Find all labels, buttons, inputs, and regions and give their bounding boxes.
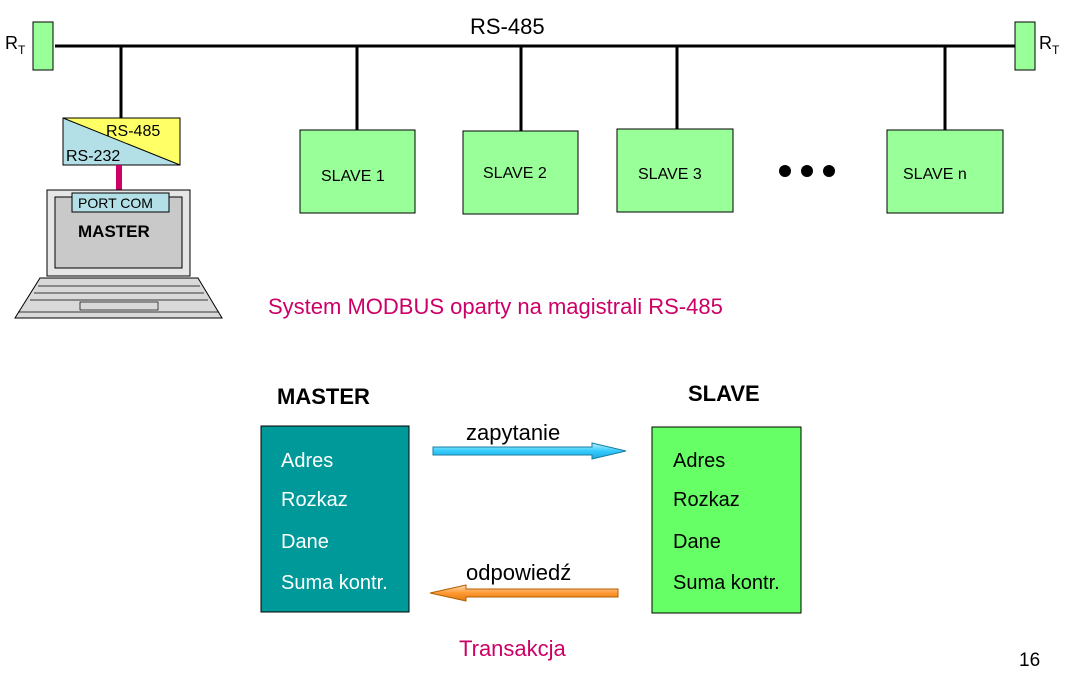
slave-title: SLAVE — [688, 381, 760, 406]
master-title: MASTER — [277, 384, 370, 409]
slave-node-2: SLAVE 2 — [462, 130, 579, 215]
request-label: zapytanie — [466, 420, 560, 445]
slave-field-checksum: Suma kontr. — [673, 572, 780, 594]
response-arrow — [429, 584, 619, 602]
slave-frame-box — [651, 426, 802, 614]
svg-text:RT: RT — [1039, 33, 1060, 57]
slave-label: SLAVE 3 — [638, 166, 702, 183]
slave-field-address: Adres — [673, 450, 725, 472]
slave-label: SLAVE 2 — [483, 165, 547, 182]
ellipsis-dots — [779, 165, 835, 177]
response-label: odpowiedź — [466, 560, 571, 585]
transaction-caption: Transakcja — [459, 636, 567, 661]
rs485-rs232-converter: RS-485 RS-232 — [62, 117, 181, 166]
converter-bottom-label: RS-232 — [66, 148, 120, 165]
laptop-icon: PORT COM MASTER — [14, 189, 223, 319]
slave-label: SLAVE 1 — [321, 168, 385, 185]
terminator-left: RT — [5, 21, 54, 71]
request-arrow — [432, 442, 627, 460]
slave-label: SLAVE n — [903, 166, 967, 183]
laptop-screen-label: MASTER — [78, 222, 150, 241]
master-field-checksum: Suma kontr. — [281, 572, 388, 594]
bus-label: RS-485 — [470, 14, 545, 39]
master-field-command: Rozkaz — [281, 489, 348, 511]
slave-node-n: SLAVE n — [886, 129, 1004, 214]
top-caption: System MODBUS oparty na magistrali RS-48… — [268, 294, 723, 319]
slave-field-command: Rozkaz — [673, 489, 740, 511]
converter-top-label: RS-485 — [106, 123, 160, 140]
slave-field-data: Dane — [673, 531, 721, 553]
port-com-label: PORT COM — [78, 195, 153, 211]
page-number: 16 — [1019, 650, 1040, 671]
svg-text:RT: RT — [5, 33, 26, 57]
master-frame-box — [260, 425, 410, 613]
slave-node-1: SLAVE 1 — [299, 129, 416, 214]
slave-node-3: SLAVE 3 — [616, 128, 734, 213]
master-field-data: Dane — [281, 531, 329, 553]
terminator-right: RT — [1014, 21, 1060, 71]
master-field-address: Adres — [281, 450, 333, 472]
